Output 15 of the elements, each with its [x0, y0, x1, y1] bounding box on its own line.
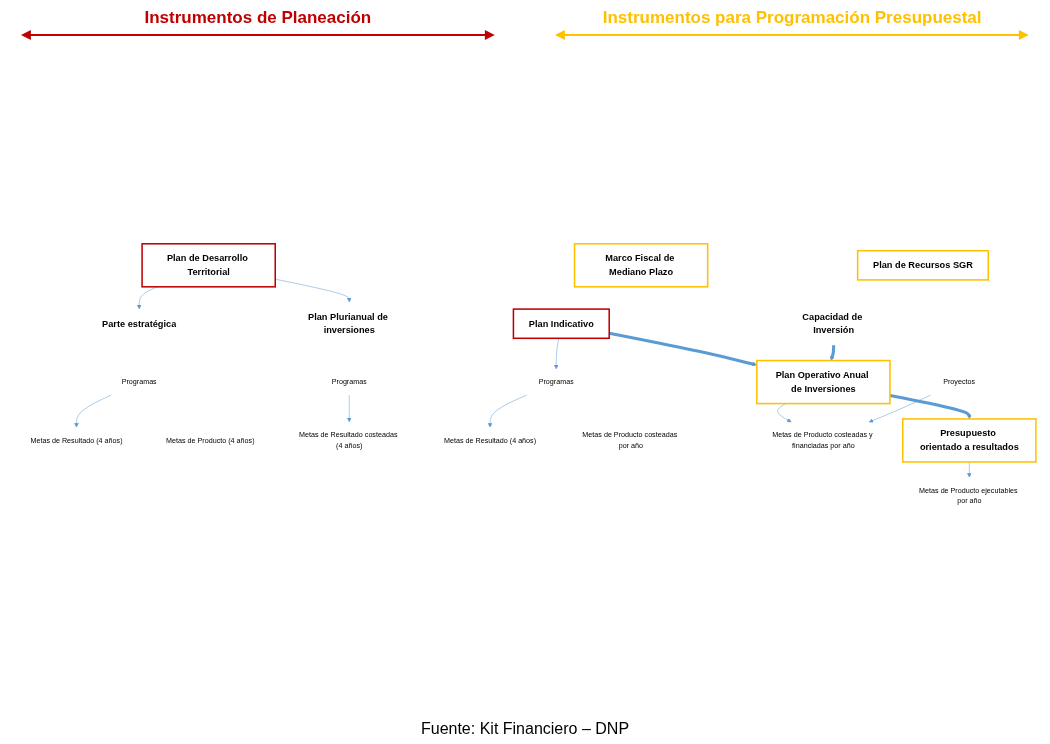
arrow [889, 393, 972, 420]
section-heading: Instrumentos para Programación Presupuestal [602, 8, 982, 28]
arrow [829, 344, 835, 361]
node-box: Plan Operativo Anual de Inversiones [755, 359, 891, 405]
node-text: Parte estratégica [101, 318, 176, 329]
node-box: Plan de Desarrollo Territorial [140, 243, 276, 288]
node-box: Marco Fiscal de Mediano Plazo [573, 243, 708, 288]
section-heading: Instrumentos de Planeación [144, 8, 372, 28]
node-text: Capacidad de Inversión [801, 311, 862, 336]
arrow [608, 331, 757, 367]
node-box: Plan de Recursos SGR [856, 249, 989, 281]
node-box: Plan Indicativo [512, 308, 610, 340]
node-text: Plan Plurianual de inversiones [307, 311, 388, 336]
node-box: Presupuesto orientado a resultados [901, 418, 1037, 463]
caption: Fuente: Kit Financiero – DNP [420, 720, 630, 738]
